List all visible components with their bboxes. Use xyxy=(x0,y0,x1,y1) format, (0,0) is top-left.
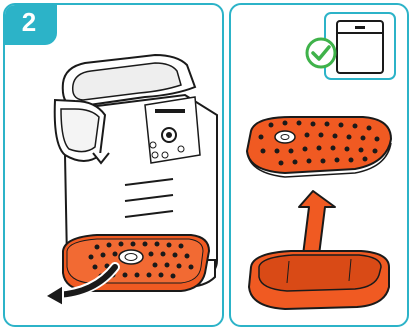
drip-tray-base-icon xyxy=(231,5,409,327)
step-panel-remove-tray: 2 xyxy=(3,3,224,327)
remove-arrow-icon xyxy=(5,5,224,327)
step-panel-dishwasher-safe xyxy=(229,3,409,327)
